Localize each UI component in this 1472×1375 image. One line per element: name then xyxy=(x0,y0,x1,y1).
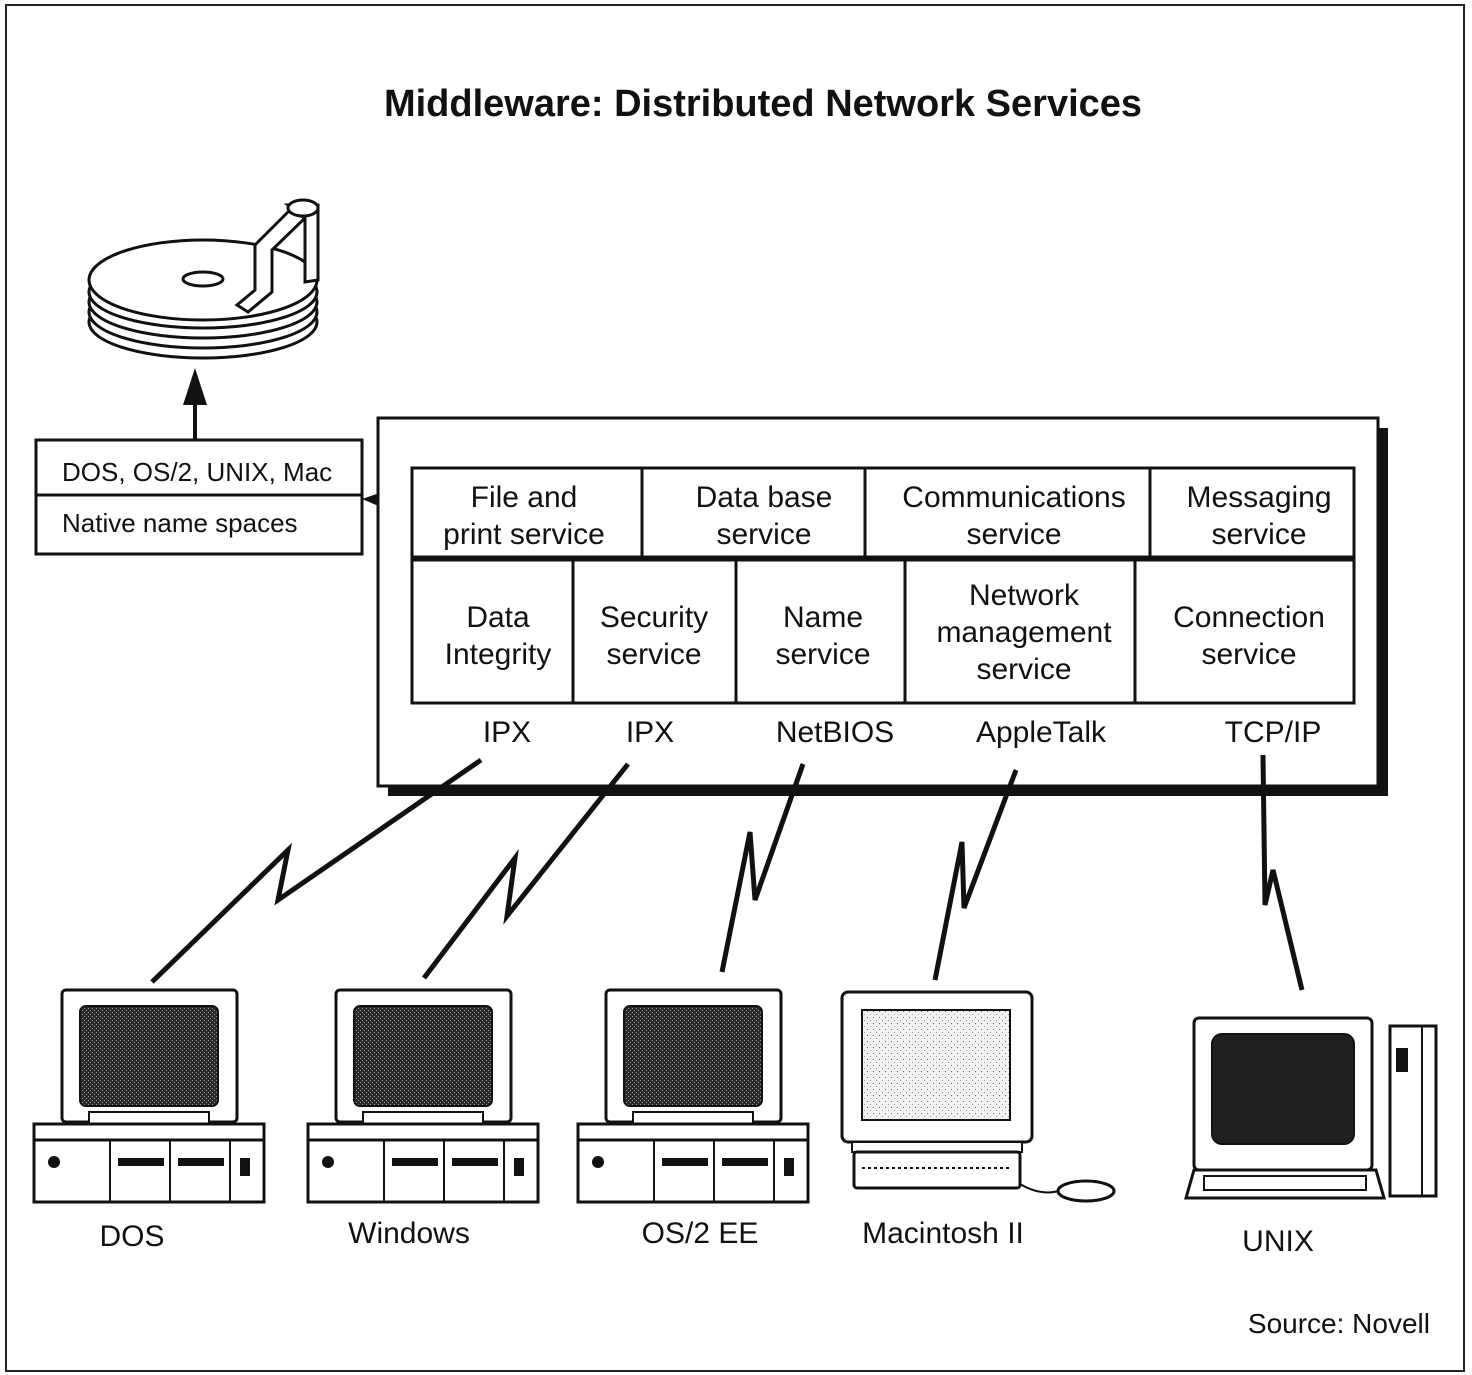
service-messaging: Messaging service xyxy=(1186,481,1331,551)
client-label-unix: UNIX xyxy=(1242,1225,1314,1258)
protocol-netbios: NetBIOS xyxy=(776,716,894,749)
svg-text:service: service xyxy=(606,638,701,671)
protocol-ipx-2: IPX xyxy=(626,716,674,749)
svg-text:service: service xyxy=(976,653,1071,686)
service-network-management: Network management service xyxy=(936,579,1112,686)
svg-text:Messaging: Messaging xyxy=(1186,481,1331,514)
svg-text:Name: Name xyxy=(783,601,863,634)
service-name: Name service xyxy=(775,601,870,671)
link-mac xyxy=(932,769,1019,981)
arrowhead-up xyxy=(183,368,207,405)
protocol-appletalk: AppleTalk xyxy=(976,716,1107,749)
service-connection: Connection service xyxy=(1173,601,1325,671)
services-grid xyxy=(410,466,1356,705)
svg-text:Integrity: Integrity xyxy=(445,638,552,671)
unix-workstation-icon xyxy=(1184,1016,1438,1200)
os-list-label: DOS, OS/2, UNIX, Mac xyxy=(62,457,332,487)
link-unix xyxy=(1260,754,1305,991)
pc-icon xyxy=(576,988,810,1204)
native-name-spaces-label: Native name spaces xyxy=(62,508,298,538)
service-communications: Communications service xyxy=(902,481,1125,551)
svg-text:management: management xyxy=(936,616,1112,649)
svg-text:Security: Security xyxy=(600,601,708,634)
svg-text:Connection: Connection xyxy=(1173,601,1325,634)
client-label-dos: DOS xyxy=(99,1220,164,1253)
diagram-title: Middleware: Distributed Network Services xyxy=(384,83,1142,125)
disk-stack-icon xyxy=(87,198,320,360)
service-file-print: File and print service xyxy=(443,481,605,551)
service-security: Security service xyxy=(600,601,708,671)
svg-text:service: service xyxy=(716,518,811,551)
link-windows xyxy=(422,762,630,980)
middleware-box xyxy=(376,416,1380,788)
svg-text:Communications: Communications xyxy=(902,481,1125,514)
link-dos xyxy=(150,757,483,984)
link-os2 xyxy=(719,763,806,973)
outer-border xyxy=(5,4,1465,1372)
protocol-ipx-1: IPX xyxy=(483,716,531,749)
source-credit: Source: Novell xyxy=(1248,1308,1430,1339)
protocol-tcpip: TCP/IP xyxy=(1225,716,1322,749)
macintosh-icon xyxy=(840,990,1116,1203)
svg-text:Network: Network xyxy=(969,579,1080,612)
svg-text:File and: File and xyxy=(471,481,578,514)
service-database: Data base service xyxy=(696,481,833,551)
client-label-macintosh: Macintosh II xyxy=(862,1217,1024,1250)
pc-icon xyxy=(32,988,266,1204)
svg-text:service: service xyxy=(1211,518,1306,551)
svg-text:Data base: Data base xyxy=(696,481,833,514)
client-label-os2: OS/2 EE xyxy=(642,1217,759,1250)
pc-icon xyxy=(306,988,540,1204)
client-label-windows: Windows xyxy=(348,1217,470,1250)
svg-text:print service: print service xyxy=(443,518,605,551)
svg-text:service: service xyxy=(775,638,870,671)
svg-text:Data: Data xyxy=(466,601,530,634)
svg-text:service: service xyxy=(1201,638,1296,671)
svg-text:service: service xyxy=(966,518,1061,551)
name-spaces-box: DOS, OS/2, UNIX, Mac Native name spaces xyxy=(34,438,364,556)
service-data-integrity: Data Integrity xyxy=(445,601,552,671)
